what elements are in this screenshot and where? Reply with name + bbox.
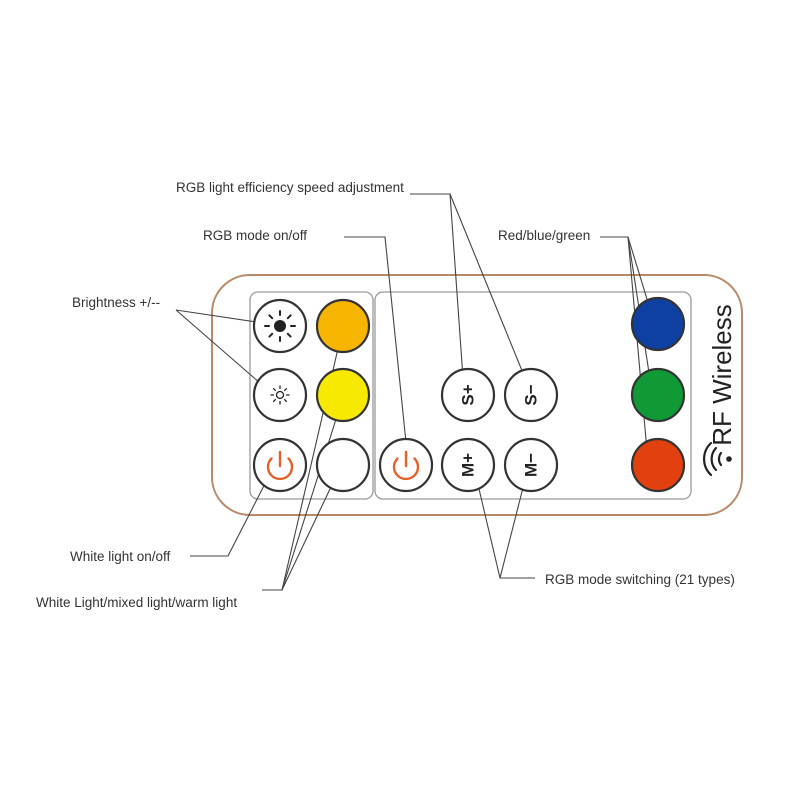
label-rgb-mode: RGB mode on/off [203,228,307,243]
brand-area: RF Wireless [703,304,737,477]
label-mode-switch: RGB mode switching (21 types) [545,572,735,587]
brand-text: RF Wireless [707,304,737,446]
label-brightness: Brightness +/-- [72,295,160,310]
annotations: RGB light efficiency speed adjustment RG… [36,180,735,610]
leader-white-mixed-2 [281,396,344,591]
amber-light-button[interactable] [315,298,371,354]
brightness-down-button[interactable] [252,367,308,423]
wireless-signal-icon [703,441,732,477]
speed-up-button[interactable]: S+ [440,367,496,423]
speed-up-label: S+ [459,384,478,405]
mode-down-button[interactable]: M− [503,437,559,493]
speed-down-label: S− [522,384,541,405]
mode-up-button[interactable]: M+ [440,437,496,493]
mode-up-label: M+ [459,453,478,477]
white-power-button[interactable] [252,437,308,493]
power-icon [392,450,420,481]
brightness-up-button[interactable] [252,298,308,354]
leader-rgb-mode [344,236,409,463]
mode-down-label: M− [522,453,541,477]
speed-down-button[interactable]: S− [503,367,559,423]
leader-white-onoff [190,469,273,557]
white-light-button[interactable] [315,437,371,493]
label-speed: RGB light efficiency speed adjustment [176,180,404,195]
yellow-light-button[interactable] [315,367,371,423]
leader-brightness-down [175,309,269,391]
red-button[interactable] [630,437,686,493]
power-icon [266,450,294,481]
leader-color-red [627,236,649,463]
brightness-up-icon [264,310,296,342]
leader-speed-2 [449,193,526,379]
brightness-down-icon [270,385,290,405]
label-white-onoff: White light on/off [70,549,171,564]
green-button[interactable] [630,367,686,423]
blue-button[interactable] [630,296,686,352]
rgb-power-button[interactable] [378,437,434,493]
label-color: Red/blue/green [498,228,590,243]
label-white-mixed: White Light/mixed light/warm light [36,595,237,610]
